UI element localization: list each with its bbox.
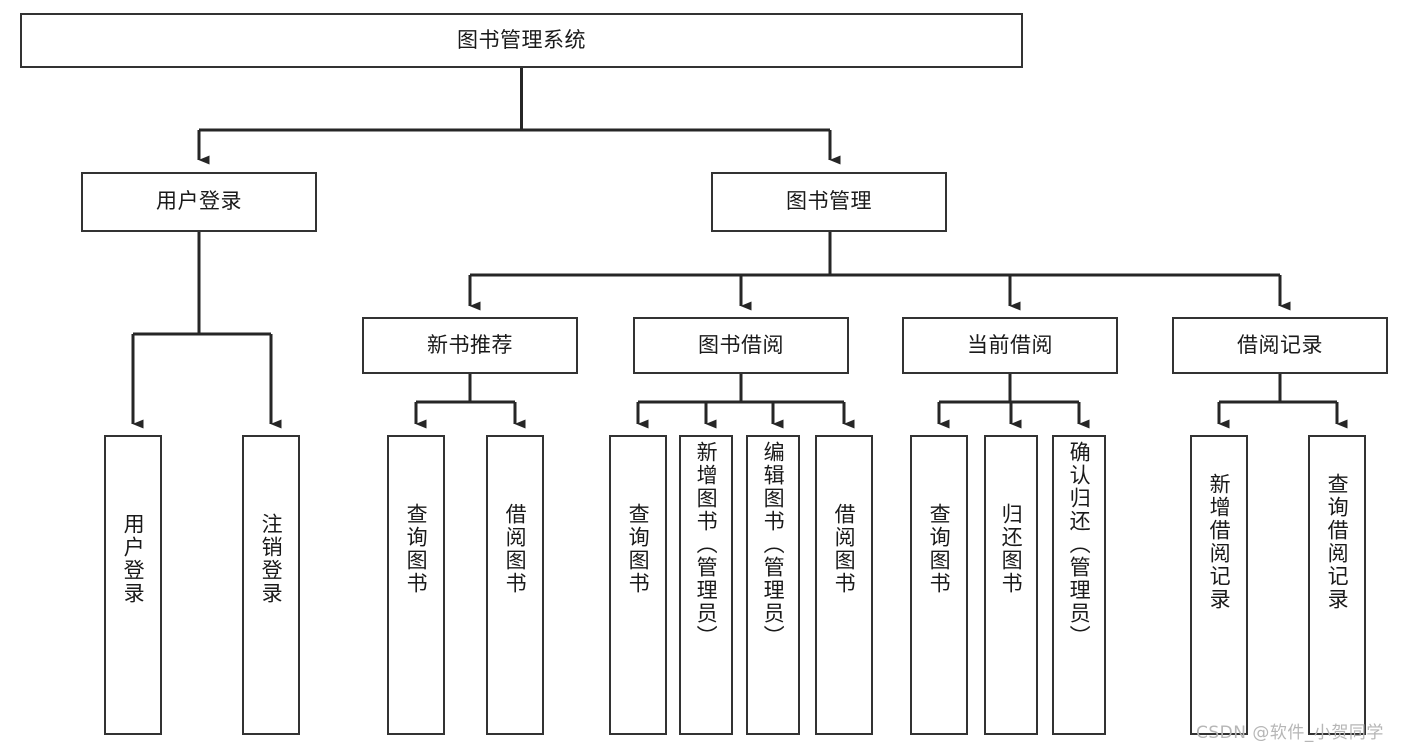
node-leaf-add-book[interactable]: 新增图书（管理员） <box>679 435 733 735</box>
node-leaf-user-login-label: 用户登录 <box>121 513 146 605</box>
node-user-login-label: 用户登录 <box>156 189 242 214</box>
node-leaf-return-book-label: 归还图书 <box>999 503 1024 595</box>
node-leaf-add-record[interactable]: 新增借阅记录 <box>1190 435 1248 735</box>
node-current-borrow[interactable]: 当前借阅 <box>902 317 1118 374</box>
node-new-book-recommend[interactable]: 新书推荐 <box>362 317 578 374</box>
node-leaf-user-login[interactable]: 用户登录 <box>104 435 162 735</box>
node-root[interactable]: 图书管理系统 <box>20 13 1023 68</box>
node-user-login[interactable]: 用户登录 <box>81 172 317 232</box>
node-book-manage-label: 图书管理 <box>786 189 872 214</box>
node-leaf-borrow-book-2-label: 借阅图书 <box>832 503 857 595</box>
node-current-borrow-label: 当前借阅 <box>967 332 1053 357</box>
node-leaf-borrow-book-2[interactable]: 借阅图书 <box>815 435 873 735</box>
node-new-book-recommend-label: 新书推荐 <box>427 332 513 357</box>
node-book-borrow[interactable]: 图书借阅 <box>633 317 849 374</box>
node-leaf-borrow-book-1[interactable]: 借阅图书 <box>486 435 544 735</box>
node-borrow-records[interactable]: 借阅记录 <box>1172 317 1388 374</box>
node-leaf-add-record-label: 新增借阅记录 <box>1207 473 1232 611</box>
node-leaf-confirm-return[interactable]: 确认归还（管理员） <box>1052 435 1106 735</box>
node-leaf-logout-label: 注销登录 <box>259 513 284 605</box>
node-borrow-records-label: 借阅记录 <box>1237 332 1323 357</box>
csdn-watermark: CSDN @软件_小贺同学 <box>1196 723 1384 743</box>
node-leaf-confirm-return-label: 确认归还（管理员） <box>1067 441 1092 648</box>
node-book-manage[interactable]: 图书管理 <box>711 172 947 232</box>
node-leaf-query-book-1[interactable]: 查询图书 <box>387 435 445 735</box>
node-leaf-logout[interactable]: 注销登录 <box>242 435 300 735</box>
node-leaf-query-book-2-label: 查询图书 <box>626 503 651 595</box>
node-root-label: 图书管理系统 <box>457 27 586 52</box>
node-leaf-edit-book[interactable]: 编辑图书（管理员） <box>746 435 800 735</box>
node-leaf-query-record[interactable]: 查询借阅记录 <box>1308 435 1366 735</box>
node-leaf-query-book-1-label: 查询图书 <box>404 503 429 595</box>
node-leaf-return-book[interactable]: 归还图书 <box>984 435 1038 735</box>
node-leaf-borrow-book-1-label: 借阅图书 <box>503 503 528 595</box>
node-leaf-edit-book-label: 编辑图书（管理员） <box>761 441 786 648</box>
node-leaf-query-record-label: 查询借阅记录 <box>1325 473 1350 611</box>
node-leaf-add-book-label: 新增图书（管理员） <box>694 441 719 648</box>
node-leaf-query-book-3[interactable]: 查询图书 <box>910 435 968 735</box>
node-leaf-query-book-2[interactable]: 查询图书 <box>609 435 667 735</box>
node-leaf-query-book-3-label: 查询图书 <box>927 503 952 595</box>
node-book-borrow-label: 图书借阅 <box>698 332 784 357</box>
